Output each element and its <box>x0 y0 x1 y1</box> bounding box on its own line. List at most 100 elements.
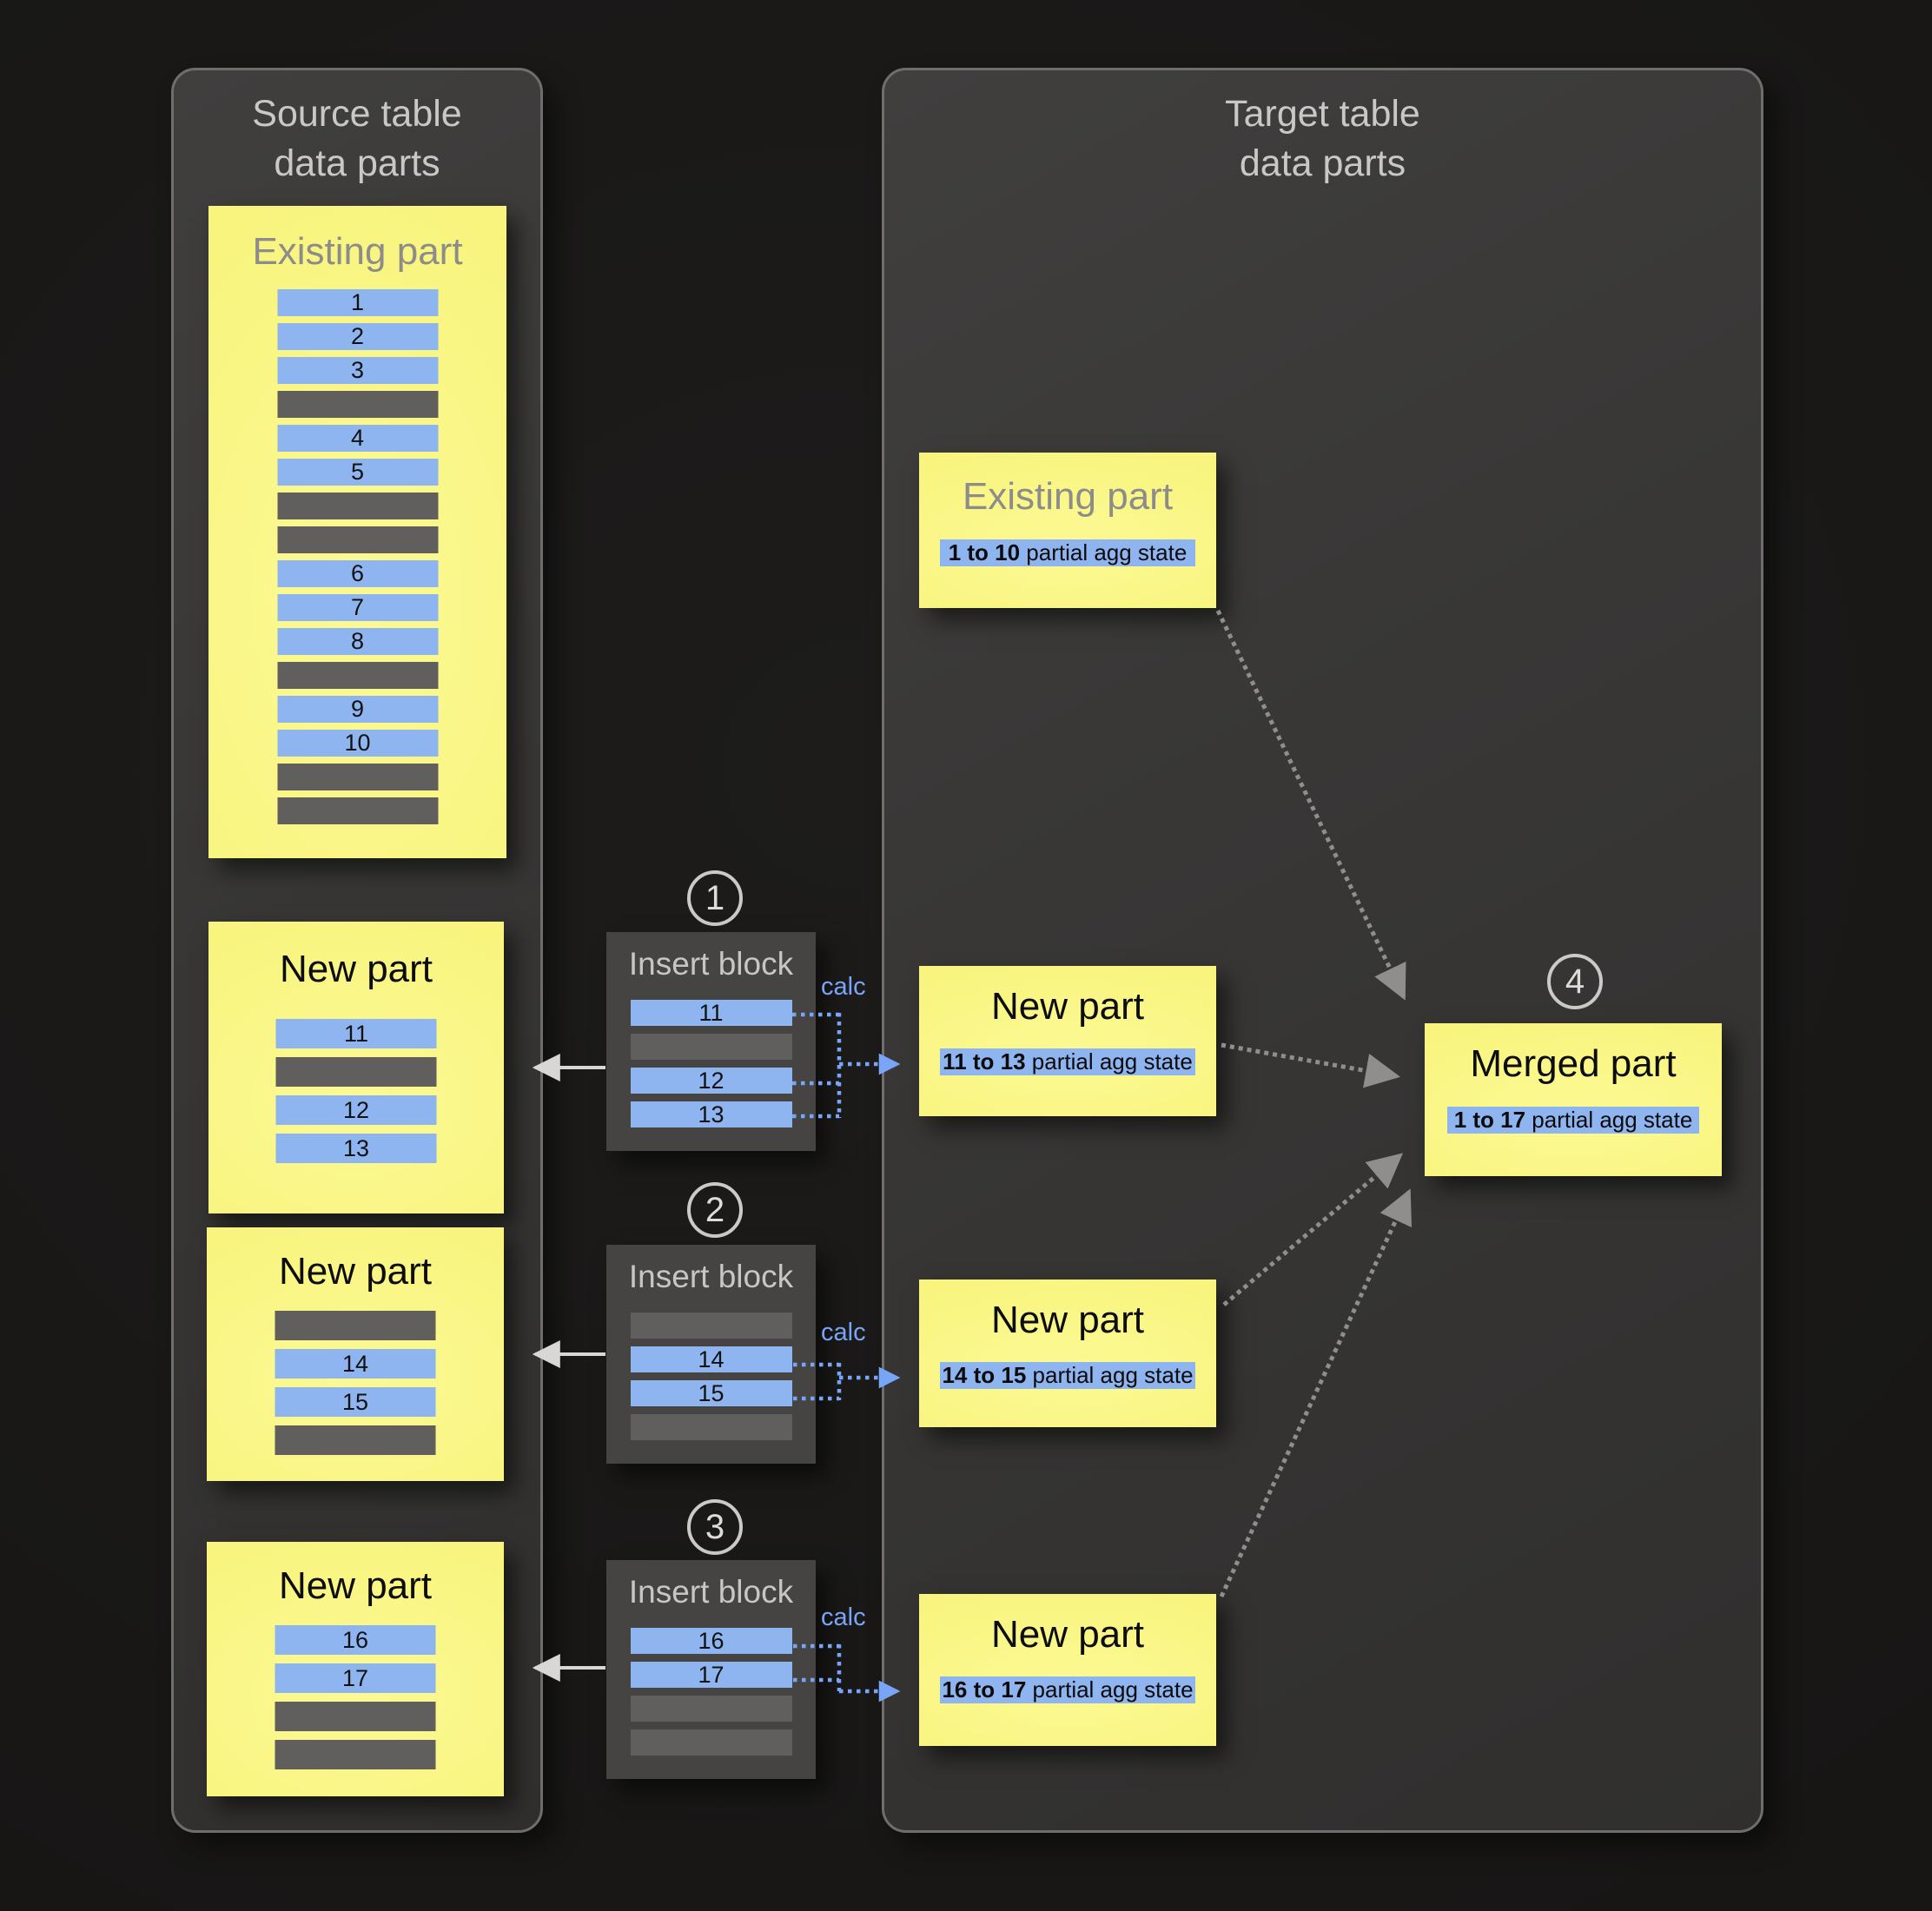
agg-suffix: partial agg state <box>1026 1676 1194 1703</box>
data-row: 4 <box>277 425 438 452</box>
source-panel-title-line1: Source table <box>252 93 462 135</box>
target-existing-part: Existing part 1 to 10 partial agg state <box>919 453 1216 608</box>
data-row-unselected <box>277 662 438 689</box>
data-row: 17 <box>630 1662 792 1688</box>
insert-block-3-title: Insert block <box>628 1574 794 1610</box>
source-panel-title-line2: data parts <box>274 142 440 184</box>
data-row-unselected <box>630 1696 792 1722</box>
target-panel-title: Target table data parts <box>884 89 1761 188</box>
insert-block-1-rows: 11 12 13 <box>630 1000 792 1127</box>
data-row-unselected <box>630 1729 792 1756</box>
data-row: 2 <box>277 323 438 350</box>
data-row-unselected <box>630 1313 792 1339</box>
agg-range: 1 to 17 <box>1453 1107 1526 1133</box>
target-new-part-1: New part 11 to 13 partial agg state <box>919 966 1216 1116</box>
data-row: 16 <box>275 1625 436 1655</box>
data-row: 12 <box>630 1068 792 1094</box>
data-row: 15 <box>630 1380 792 1406</box>
agg-suffix: partial agg state <box>1020 539 1188 565</box>
data-row-unselected <box>277 493 438 519</box>
data-row-unselected <box>630 1034 792 1060</box>
data-row: 1 <box>277 289 438 316</box>
agg-suffix: partial agg state <box>1025 1048 1193 1075</box>
data-row: 6 <box>277 560 438 587</box>
data-row: 9 <box>277 696 438 723</box>
data-row-unselected <box>630 1414 792 1440</box>
insert-arrows <box>532 1054 605 1682</box>
source-new-part-1-rows: 11 12 13 <box>275 1019 437 1163</box>
data-row: 10 <box>277 730 438 757</box>
target-panel-title-line1: Target table <box>1225 93 1420 135</box>
calc-label-3: calc <box>821 1604 866 1631</box>
agg-range: 14 to 15 <box>942 1362 1027 1388</box>
step-1-badge-number: 1 <box>705 878 725 917</box>
data-row-unselected <box>275 1740 436 1769</box>
merged-part: Merged part 1 to 17 partial agg state <box>1425 1023 1722 1176</box>
agg-suffix: partial agg state <box>1026 1362 1194 1388</box>
data-row: 14 <box>275 1349 436 1379</box>
data-row: 16 <box>630 1628 792 1654</box>
data-row: 7 <box>277 594 438 621</box>
data-row: 8 <box>277 628 438 655</box>
target-new-part-2-title: New part <box>990 1299 1145 1341</box>
step-3-badge-number: 3 <box>705 1507 725 1546</box>
data-row: 12 <box>275 1095 437 1125</box>
target-panel-title-line2: data parts <box>1239 142 1406 184</box>
calc-label-2: calc <box>821 1319 866 1346</box>
data-row-unselected <box>277 391 438 418</box>
target-new-part-3-agg-state: 16 to 17 partial agg state <box>940 1676 1195 1703</box>
source-new-part-3-title: New part <box>278 1564 433 1607</box>
target-new-part-2: New part 14 to 15 partial agg state <box>919 1280 1216 1427</box>
step-2-badge: 2 <box>687 1182 743 1238</box>
target-new-part-3: New part 16 to 17 partial agg state <box>919 1594 1216 1746</box>
data-row-unselected <box>275 1702 436 1731</box>
step-2-badge-number: 2 <box>705 1190 725 1229</box>
merged-part-agg-state: 1 to 17 partial agg state <box>1447 1107 1699 1134</box>
agg-range: 1 to 10 <box>948 539 1021 565</box>
data-row: 15 <box>275 1387 436 1417</box>
data-row: 13 <box>275 1134 437 1163</box>
merged-part-title: Merged part <box>1470 1042 1677 1085</box>
target-new-part-2-agg-state: 14 to 15 partial agg state <box>940 1362 1195 1389</box>
target-new-part-1-title: New part <box>990 985 1145 1028</box>
data-row-unselected <box>277 797 438 824</box>
data-row: 11 <box>630 1000 792 1026</box>
agg-range: 16 to 17 <box>942 1676 1027 1703</box>
target-existing-part-agg-state: 1 to 10 partial agg state <box>940 539 1195 566</box>
target-new-part-3-title: New part <box>990 1613 1145 1656</box>
target-new-part-1-agg-state: 11 to 13 partial agg state <box>940 1048 1195 1075</box>
step-1-badge: 1 <box>687 870 743 926</box>
insert-block-2-title: Insert block <box>628 1259 794 1294</box>
data-row-unselected <box>275 1311 436 1340</box>
data-row-unselected <box>275 1425 436 1455</box>
step-4-badge: 4 <box>1547 954 1603 1009</box>
data-row-unselected <box>275 1057 437 1087</box>
data-row-unselected <box>277 764 438 790</box>
agg-suffix: partial agg state <box>1525 1107 1693 1133</box>
data-row: 13 <box>630 1101 792 1127</box>
data-row: 11 <box>275 1019 437 1048</box>
data-row: 14 <box>630 1346 792 1372</box>
step-3-badge: 3 <box>687 1499 743 1555</box>
target-existing-part-title: Existing part <box>962 475 1174 518</box>
agg-range: 11 to 13 <box>943 1048 1026 1075</box>
step-4-badge-number: 4 <box>1565 962 1585 1001</box>
source-new-part-2-title: New part <box>278 1250 433 1293</box>
data-row-unselected <box>277 526 438 553</box>
source-existing-part-title: Existing part <box>252 230 463 273</box>
source-panel-title: Source table data parts <box>174 89 540 188</box>
data-row: 17 <box>275 1663 436 1693</box>
calc-label-1: calc <box>821 973 866 1001</box>
